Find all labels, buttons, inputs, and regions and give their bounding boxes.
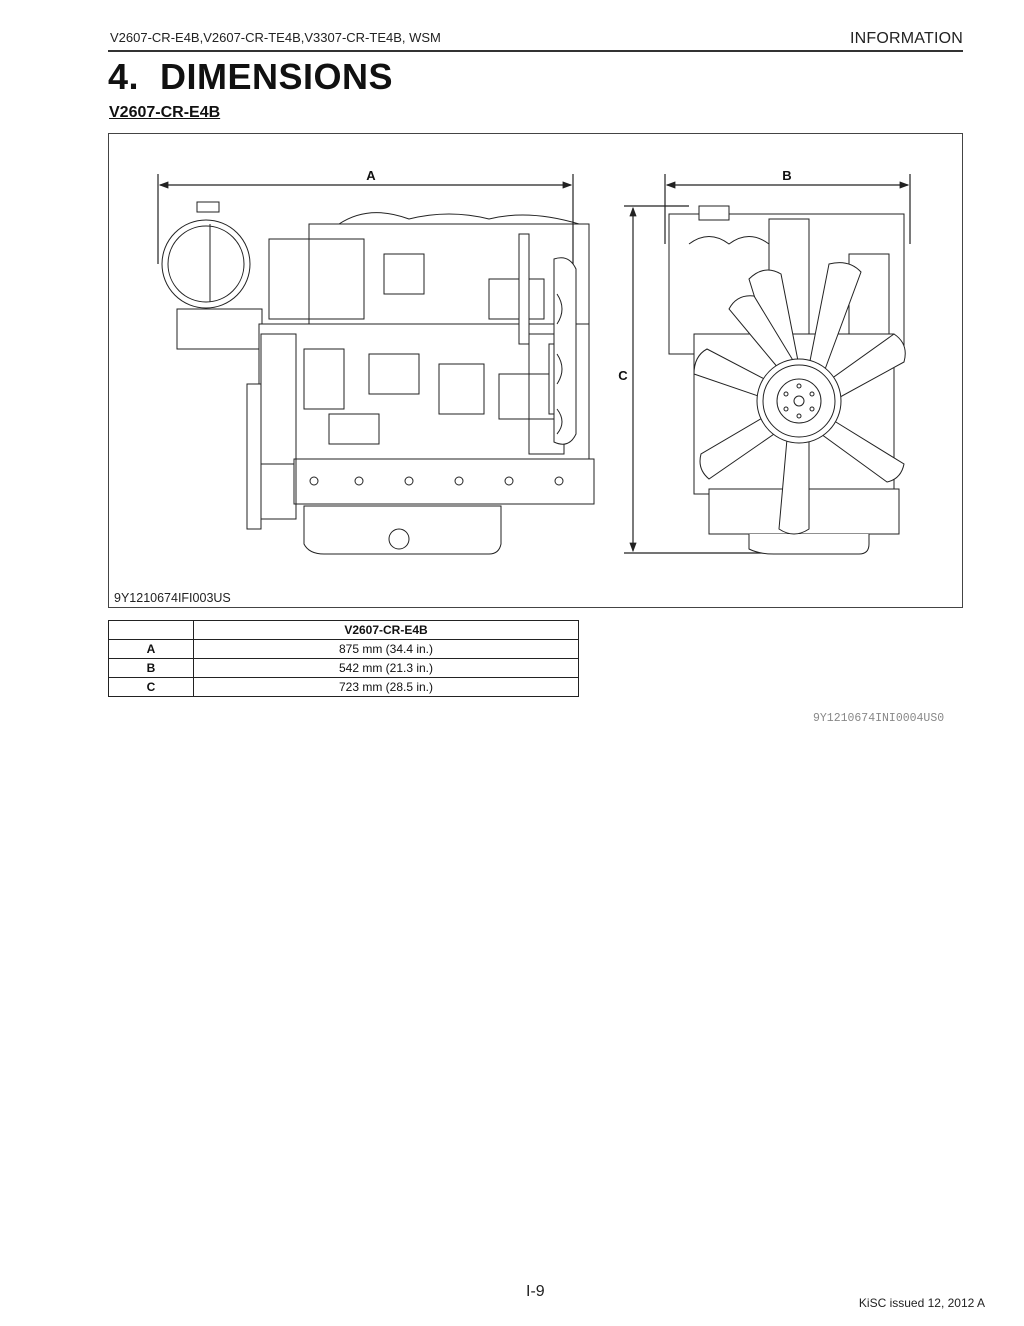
label-c: C: [618, 368, 628, 383]
table-header-row: V2607-CR-E4B: [108, 620, 579, 640]
page-number: I-9: [526, 1283, 545, 1300]
reference-code: 9Y1210674INI0004US0: [813, 712, 945, 725]
label-a: A: [366, 168, 376, 183]
table-header-model: V2607-CR-E4B: [193, 620, 579, 640]
table-row: C 723 mm (28.5 in.): [108, 677, 579, 697]
row-key: B: [108, 658, 194, 678]
row-value: 875 mm (34.4 in.): [193, 639, 579, 659]
front-view-engine-drawing: [668, 205, 906, 555]
issue-info: KiSC issued 12, 2012 A: [858, 1296, 985, 1310]
side-view-engine-drawing: [161, 201, 595, 555]
dimension-b-line: [664, 174, 911, 244]
header-section: INFORMATION: [849, 30, 963, 47]
row-value: 723 mm (28.5 in.): [193, 677, 579, 697]
dimensions-table: V2607-CR-E4B A 875 mm (34.4 in.) B 542 m…: [108, 620, 579, 697]
header-models: V2607-CR-E4B,V2607-CR-TE4B,V3307-CR-TE4B…: [110, 30, 441, 45]
figure-code: 9Y1210674IFI003US: [114, 591, 231, 605]
row-key: A: [108, 639, 194, 659]
table-header-blank: [108, 620, 194, 640]
dimension-c-line: [624, 205, 769, 554]
page-title: 4. DIMENSIONS: [108, 56, 393, 98]
model-subtitle: V2607-CR-E4B: [109, 104, 221, 121]
table-row: B 542 mm (21.3 in.): [108, 658, 579, 678]
engine-drawings: A B C: [157, 168, 911, 555]
table-row: A 875 mm (34.4 in.): [108, 639, 579, 659]
row-key: C: [108, 677, 194, 697]
row-value: 542 mm (21.3 in.): [193, 658, 579, 678]
section-number: 4.: [108, 56, 140, 97]
label-b: B: [782, 168, 791, 183]
section-title: DIMENSIONS: [160, 56, 394, 97]
dimension-figure: A B C 9Y1210674IFI003US: [108, 133, 963, 608]
header-rule: [108, 50, 963, 52]
